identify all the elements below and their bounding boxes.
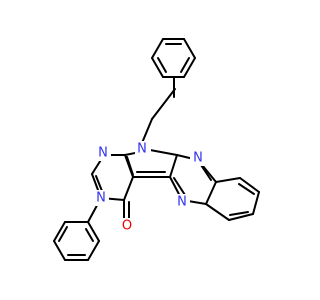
atom-n-pyrimidine-phenyl: N xyxy=(96,191,106,206)
atom-labels: N N N N N O xyxy=(93,141,206,234)
atom-n-pyrrole: N xyxy=(137,142,147,157)
carbonyl-group xyxy=(123,199,130,222)
phenyl-ring-top xyxy=(151,38,196,78)
atom-o-carbonyl: O xyxy=(122,219,132,234)
atom-n-pyrimidine-top: N xyxy=(98,146,108,161)
molecule-structure: N N N N N O xyxy=(53,38,260,261)
atom-n-pyrazine-top: N xyxy=(193,151,203,166)
benzo-ring xyxy=(205,177,260,221)
ethyl-linker xyxy=(141,76,176,144)
phenyl-ring-bottom xyxy=(53,197,102,261)
atom-n-pyrazine-bottom: N xyxy=(177,195,187,210)
